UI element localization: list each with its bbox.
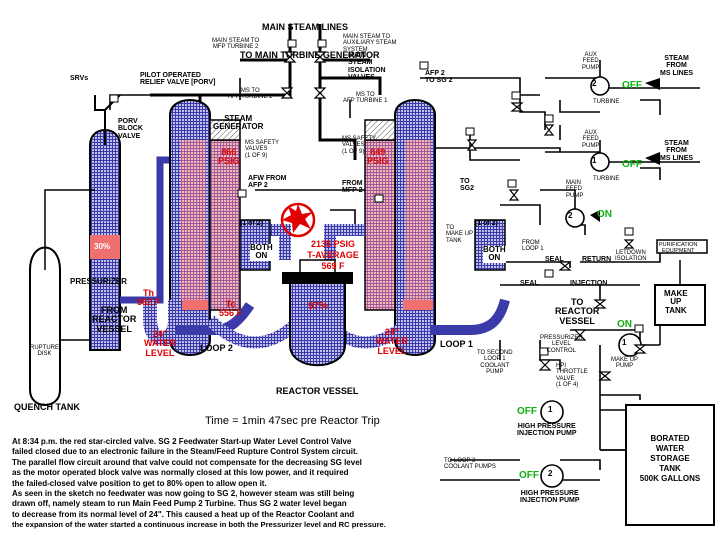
- sg2-tube-bundle: [180, 140, 206, 310]
- loop1-label: LOOP 1: [440, 339, 473, 349]
- sg1-pressure: 849 PSIG: [367, 147, 389, 167]
- quench-tank: [29, 246, 61, 406]
- porv-label: PILOT OPERATED RELIEF VALVE [PORV]: [140, 72, 216, 87]
- narrative-line: to decrease from its normal level of 24"…: [12, 509, 355, 519]
- pressurizer-level-control-label: PRESSURIZER LEVEL CONTROL: [540, 335, 583, 354]
- pressurizer-level-band: [90, 235, 120, 259]
- hpi-pump-2-status: OFF: [519, 470, 539, 481]
- narrative-text: At 8:34 p.m. the red star-circled valve.…: [12, 437, 512, 531]
- ms-to-afp2-label: MS TO AFP TURBINE 2: [228, 88, 273, 101]
- from-mfp2-label: FROM MFP 2: [342, 180, 363, 195]
- hpi-pump-1-status: OFF: [517, 406, 537, 417]
- hpi-throttle-label: HPI THROTTLE VALVE (1 OF 4): [556, 363, 588, 388]
- rc-pumps-loop1-status: BOTH ON: [483, 245, 506, 263]
- time-label: Time = 1min 47sec pre Reactor Trip: [205, 415, 380, 427]
- to-second-loop1-label: TO SECOND LOOP 1 COOLANT PUMP: [477, 350, 513, 375]
- main-feed-pump-number: 2: [568, 211, 573, 220]
- t-average-label: T-AVERAGE: [307, 250, 359, 260]
- turbine-bot-label: TURBINE: [593, 176, 620, 182]
- seal-return-label: SEAL: [545, 256, 564, 263]
- rc-pressure: 2135 PSIG: [310, 239, 356, 249]
- purification-label: PURIFICATION EQUIPMENT: [659, 242, 698, 254]
- makeup-pump-status: ON: [617, 319, 632, 330]
- from-reactor-vessel-label: FROM REACTOR VESSEL: [92, 305, 137, 334]
- narrative-line: the failed-closed valve position to get …: [12, 478, 267, 488]
- main-steam-title: MAIN STEAM LINES TO MAIN TURBINE GENERAT…: [240, 21, 380, 61]
- letdown-isolation-label: LETDOWN ISOLATION: [615, 250, 647, 263]
- sg2-pressure: 866 PSIG: [218, 147, 240, 167]
- steam-from-ms-bot-label: STEAM FROM MS LINES: [660, 140, 694, 162]
- steam-generator-label: STEAM GENERATOR: [213, 114, 264, 132]
- reactor-vessel-body: [289, 279, 346, 367]
- sg1-water-level: 24" WATER LEVEL: [376, 327, 408, 356]
- ms-to-mfp-label: MAIN STEAM TO MFP TURBINE 2: [212, 38, 260, 51]
- aux-feed-pump-bot-label: AUX FEED PUMP: [582, 130, 600, 149]
- aux-pump-1-number: 1: [592, 156, 597, 165]
- to-makeup-tank-label: TO MAKE UP TANK: [446, 225, 474, 244]
- rc-pumps-loop2-status: BOTH ON: [250, 243, 273, 261]
- seal-injection-label: SEAL: [520, 280, 539, 287]
- ms-to-afp1-label: MS TO AFP TURBINE 1: [343, 92, 388, 105]
- rupture-disk-label: RUPTURE DISK: [30, 345, 60, 358]
- one-of-two-left: (1 of 2): [240, 220, 263, 227]
- return-label: RETURN: [582, 256, 612, 263]
- main-feed-pump-label: MAIN FEED PUMP: [566, 180, 584, 199]
- th-reading: Th 582 F: [137, 288, 161, 308]
- one-of-two-right: (1 of 2): [475, 220, 498, 227]
- quench-tank-label: QUENCH TANK: [14, 402, 80, 412]
- pressurizer-label: PRESSURIZER: [70, 277, 127, 286]
- ms-isolation-label: MAIN STEAM ISOLATION VALVES: [348, 52, 386, 82]
- tc-reading: Tc 556 F: [219, 299, 243, 319]
- aux-pump-1-status: OFF: [622, 159, 642, 170]
- hpi-pump-1-label: HIGH PRESSURE INJECTION PUMP: [517, 423, 577, 438]
- steam-from-ms-top-label: STEAM FROM MS LINES: [660, 55, 694, 77]
- porv-block-label: PORV BLOCK VALVE: [118, 118, 143, 140]
- ms-safety-left-label: MS SAFETY VALVES (1 OF 9): [245, 140, 280, 159]
- narrative-line: drawn off, namely steam to run Main Feed…: [12, 499, 347, 509]
- hpi-pump-1-number: 1: [548, 405, 553, 414]
- make-up-tank-label: MAKE UP TANK: [664, 289, 688, 315]
- sg2-water-level: 24" WATER LEVEL: [144, 329, 176, 358]
- narrative-line: failed closed due to an electronic failu…: [12, 447, 358, 457]
- to-loop2-label: TO LOOP 2 COOLANT PUMPS: [444, 458, 496, 471]
- main-feed-pump-status: ON: [597, 209, 612, 220]
- narrative-line: At 8:34 p.m. the red star-circled valve.…: [12, 437, 352, 446]
- hpi-pump-2-number: 2: [548, 469, 553, 478]
- make-up-pump-label: MAKE UP PUMP: [611, 357, 639, 370]
- narrative-line: the expansion of the water started a con…: [12, 520, 386, 530]
- make-up-pump-number: 1: [622, 338, 627, 347]
- narrative-line: The parallel flow circuit around that va…: [12, 457, 362, 467]
- hpi-pump-2-label: HIGH PRESSURE INJECTION PUMP: [520, 490, 580, 505]
- reactor-vessel-label: REACTOR VESSEL: [276, 386, 359, 396]
- bwst-label: BORATED WATER STORAGE TANK 500K GALLONS: [639, 434, 701, 483]
- afw-from-afp2-label: AFW FROM AFP 2: [248, 175, 287, 190]
- injection-label: INJECTION: [570, 280, 608, 287]
- to-reactor-vessel-label: TO REACTOR VESSEL: [555, 297, 600, 326]
- turbine-top-label: TURBINE: [593, 99, 620, 105]
- narrative-line: as the motor operated block valve was no…: [12, 468, 349, 478]
- from-loop1-label: FROM LOOP 1: [522, 240, 544, 253]
- reactor-level: 97%: [308, 301, 329, 312]
- aux-pump-2-number: 2: [592, 79, 597, 88]
- alarm-star: [282, 204, 313, 233]
- aux-feed-pump-top-label: AUX FEED PUMP: [582, 52, 600, 71]
- pressurizer-level: 30%: [94, 242, 111, 251]
- aux-pump-2-status: OFF: [622, 80, 642, 91]
- to-sg2-label: TO SG2: [460, 178, 475, 193]
- ms-to-aux-label: MAIN STEAM TO AUXILIARY STEAM SYSTEM: [343, 34, 397, 53]
- ms-safety-right-label: MS SAFETY VALVES (1 OF 9): [342, 136, 377, 155]
- loop2-label: LOOP 2: [200, 343, 233, 353]
- narrative-line: As seen in the sketch no feedwater was n…: [12, 489, 355, 499]
- t-average-value: 569 F: [321, 261, 345, 271]
- afp2-to-sg2-label: AFP 2 TO SG 2: [425, 70, 453, 85]
- bwst-tank: BORATED WATER STORAGE TANK 500K GALLONS: [625, 404, 715, 526]
- srvs-label: SRVs: [70, 75, 89, 82]
